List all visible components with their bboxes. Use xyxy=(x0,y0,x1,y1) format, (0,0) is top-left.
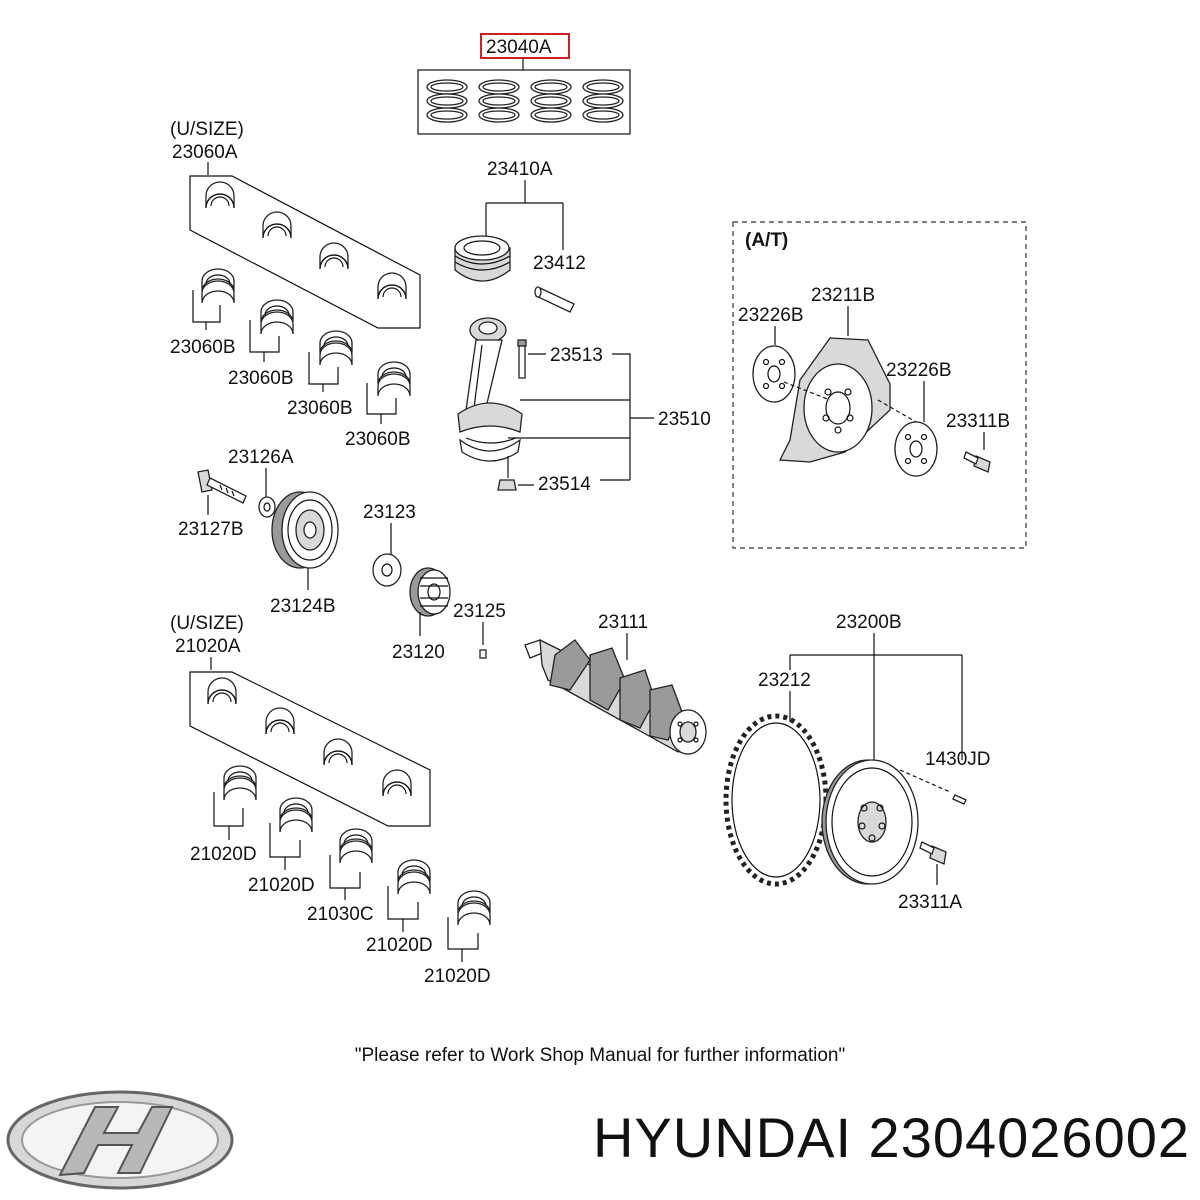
label-23211B[interactable]: 23211B xyxy=(811,285,875,306)
label-23120[interactable]: 23120 xyxy=(392,642,445,663)
pulley-bolt xyxy=(197,469,247,504)
crankshaft-pulley xyxy=(271,491,339,569)
drive-plate-shim-left xyxy=(752,345,796,403)
label-23513[interactable]: 23513 xyxy=(550,345,603,366)
label-usize-bottom: (U/SIZE) xyxy=(170,613,244,634)
label-23127B[interactable]: 23127B xyxy=(178,519,244,540)
rod-nut xyxy=(497,479,517,491)
drive-plate-bolt xyxy=(963,451,991,473)
label-23060B-3[interactable]: 23060B xyxy=(287,398,353,419)
flywheel xyxy=(821,759,919,885)
connecting-rod xyxy=(457,317,523,462)
label-23060B-4[interactable]: 23060B xyxy=(345,429,411,450)
label-23060B-2[interactable]: 23060B xyxy=(228,368,294,389)
label-23311B[interactable]: 23311B xyxy=(946,411,1010,432)
label-23311A[interactable]: 23311A xyxy=(898,892,962,913)
label-23226B-right[interactable]: 23226B xyxy=(886,360,952,381)
label-23412[interactable]: 23412 xyxy=(533,253,586,274)
label-23040A[interactable]: 23040A xyxy=(486,37,552,58)
piston-pin xyxy=(534,286,575,313)
ring-gear xyxy=(723,713,829,887)
label-1430JD[interactable]: 1430JD xyxy=(925,749,991,770)
main-bearing-set-lower xyxy=(189,671,431,827)
manual-reference-note: "Please refer to Work Shop Manual for fu… xyxy=(354,1045,846,1066)
hyundai-logo-icon xyxy=(6,1090,234,1190)
piston-ring-set xyxy=(417,69,631,135)
label-23125[interactable]: 23125 xyxy=(453,601,506,622)
label-23060A[interactable]: 23060A xyxy=(172,142,238,163)
label-23410A[interactable]: 23410A xyxy=(487,159,553,180)
piston xyxy=(454,235,511,282)
label-21030C[interactable]: 21030C xyxy=(307,904,374,925)
crankshaft-sprocket xyxy=(409,567,451,617)
label-21020A[interactable]: 21020A xyxy=(175,636,241,657)
label-usize-top: (U/SIZE) xyxy=(170,119,244,140)
label-23212[interactable]: 23212 xyxy=(758,670,811,691)
drive-plate-shim-right xyxy=(894,421,938,477)
rod-bolt xyxy=(517,339,527,379)
label-21020D-2[interactable]: 21020D xyxy=(248,875,315,896)
label-23111[interactable]: 23111 xyxy=(598,612,648,633)
main-bearing-set-upper xyxy=(189,175,421,329)
label-23510[interactable]: 23510 xyxy=(658,409,711,430)
crankshaft xyxy=(524,638,707,755)
dowel-pin xyxy=(952,794,967,805)
label-23200B[interactable]: 23200B xyxy=(836,612,902,633)
sprocket-flange xyxy=(372,553,402,587)
label-23123[interactable]: 23123 xyxy=(363,502,416,523)
crankshaft-key xyxy=(479,649,487,659)
label-at: (A/T) xyxy=(745,230,788,251)
label-23124B[interactable]: 23124B xyxy=(270,596,336,617)
brand-title: HYUNDAI 2304026002 xyxy=(592,1106,1190,1169)
flywheel-bolt xyxy=(919,841,947,865)
label-23226B-left[interactable]: 23226B xyxy=(738,305,804,326)
label-21020D-1[interactable]: 21020D xyxy=(190,844,257,865)
part-23040A-highlight xyxy=(480,33,570,59)
main-bearing-shells-lower xyxy=(223,765,491,926)
label-23126A[interactable]: 23126A xyxy=(228,447,294,468)
at-group-box xyxy=(732,221,1027,549)
label-21020D-4[interactable]: 21020D xyxy=(424,966,491,987)
label-21020D-3[interactable]: 21020D xyxy=(366,935,433,956)
pulley-washer xyxy=(258,496,276,518)
drive-plate xyxy=(778,337,891,463)
label-23060B-1[interactable]: 23060B xyxy=(170,337,236,358)
label-23514[interactable]: 23514 xyxy=(538,474,591,495)
